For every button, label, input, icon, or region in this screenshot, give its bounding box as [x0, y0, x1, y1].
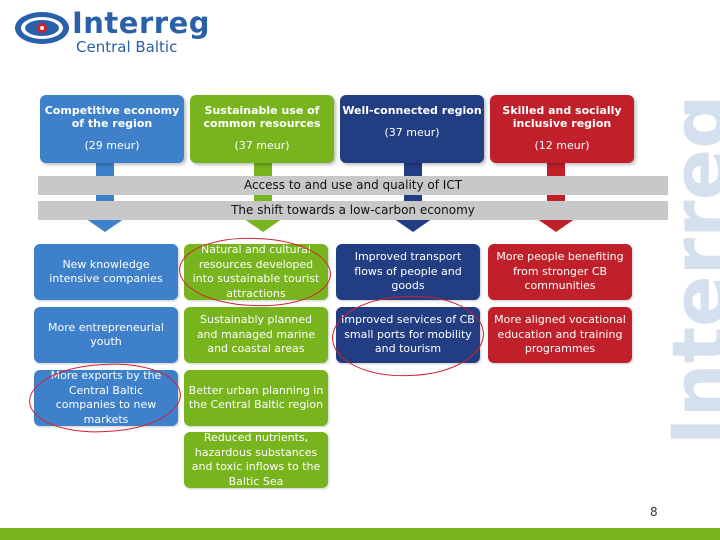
priority-title: Skilled and socially inclusive region	[502, 104, 622, 130]
priority-title: Competitive economy of the region	[44, 104, 180, 130]
priority-budget: (37 meur)	[234, 139, 290, 152]
objective-marine-coastal: Sustainably planned and managed marine a…	[184, 307, 328, 363]
interreg-logo	[14, 10, 72, 46]
objective-exports-new-markets: More exports by the Central Baltic compa…	[34, 369, 178, 426]
priority-skilled-inclusive: Skilled and socially inclusive region (1…	[490, 95, 634, 163]
logo-wordmark: Interreg	[72, 6, 210, 40]
objective-transport-flows: Improved transport flows of people and g…	[336, 244, 480, 300]
interreg-watermark: Interreg	[655, 94, 720, 446]
page-number: 8	[650, 505, 658, 519]
objective-urban-planning: Better urban planning in the Central Bal…	[184, 370, 328, 426]
priority-well-connected: Well-connected region (37 meur)	[340, 95, 484, 163]
priority-competitive-economy: Competitive economy of the region (29 me…	[40, 95, 184, 163]
interreg-logo-mark	[15, 12, 69, 44]
objective-reduced-nutrients: Reduced nutrients, hazardous substances …	[184, 431, 328, 488]
priority-budget: (37 meur)	[384, 126, 440, 139]
priority-title: Sustainable use of common resources	[203, 104, 321, 130]
priority-budget: (12 meur)	[534, 139, 590, 152]
band-low-carbon: The shift towards a low-carbon economy	[38, 201, 668, 220]
objective-cb-communities: More people benefiting from stronger CB …	[488, 244, 632, 300]
footer-bar	[0, 528, 720, 540]
priority-title: Well-connected region	[342, 104, 482, 117]
priority-budget: (29 meur)	[84, 139, 140, 152]
logo-program-name: Central Baltic	[76, 38, 178, 56]
objective-knowledge-companies: New knowledge intensive companies	[34, 244, 178, 300]
objective-small-ports: Improved services of CB small ports for …	[336, 307, 480, 363]
objective-tourist-attractions: Natural and cultural resources developed…	[184, 243, 328, 300]
priority-sustainable-resources: Sustainable use of common resources (37 …	[190, 95, 334, 163]
band-ict: Access to and use and quality of ICT	[38, 176, 668, 195]
objective-entrepreneurial-youth: More entrepreneurial youth	[34, 307, 178, 363]
objective-vocational-education: More aligned vocational education and tr…	[488, 307, 632, 363]
